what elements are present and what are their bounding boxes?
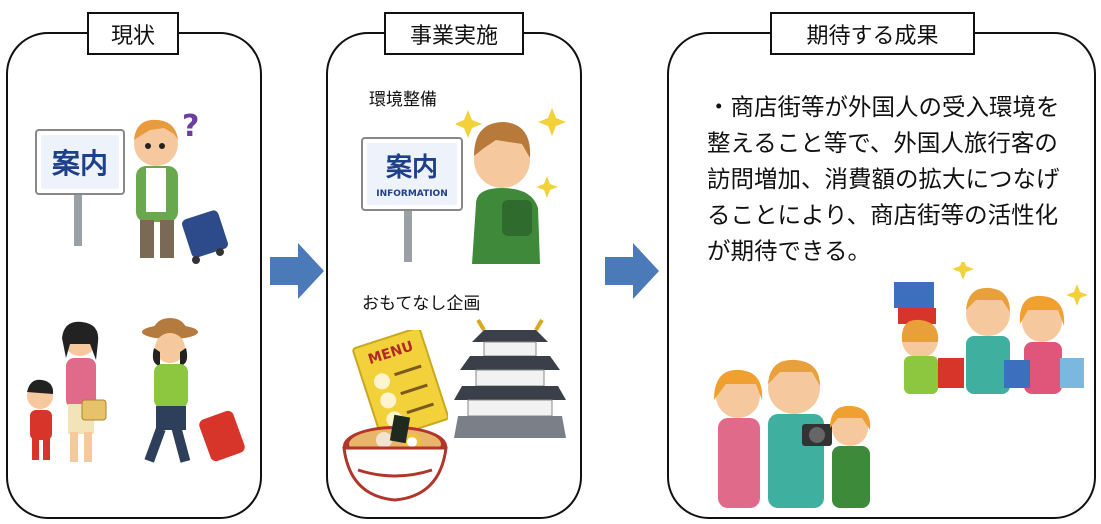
item-environment: 環境整備 [369, 90, 437, 110]
panel-title-current: 現状 [87, 12, 179, 55]
panel-title-outcome: 期待する成果 [770, 12, 975, 55]
item-hospitality: おもてなし企画 [362, 294, 481, 314]
arrow-right-icon [270, 243, 324, 299]
panel-title-implementation: 事業実施 [384, 12, 524, 55]
guide-sign-text: 案内 [385, 152, 438, 183]
menu-icon: MENU [352, 330, 448, 440]
ramen-icon [342, 414, 448, 502]
guide-sign-icon: 案内 INFORMATION [361, 137, 463, 262]
outcome-text: ・商店街等が外国人の受入環境を整えること等で、外国人旅行客の訪問増加、消費額の拡… [707, 93, 1060, 265]
guide-sign-icon: 案内 [35, 129, 125, 246]
guide-sign-text: 案内 [52, 147, 108, 180]
confused-tourist-icon: ? [134, 109, 228, 264]
information-text: INFORMATION [376, 189, 448, 199]
happy-tourist-icon [456, 108, 566, 264]
arrow-right-icon [605, 243, 659, 299]
family-travelers-icon [27, 318, 245, 463]
question-mark: ? [182, 109, 199, 144]
shopping-family-icon [894, 262, 1088, 394]
castle-icon [454, 318, 566, 438]
camera-family-icon [714, 359, 871, 508]
